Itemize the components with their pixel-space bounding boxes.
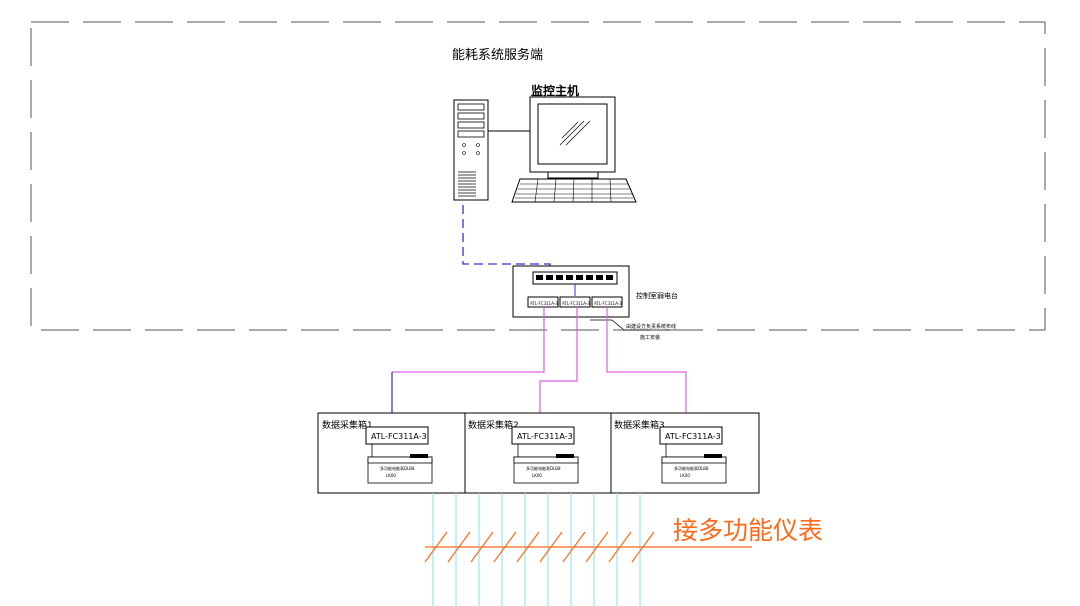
cabinet-1-device-line2: LK00 [386, 473, 396, 478]
monitor [529, 96, 616, 179]
cabinet-2-device-line1: 多功能电能表DLB8 [526, 465, 561, 471]
cabinet-2-label: 数据采集箱2 [468, 419, 519, 431]
server-side-label: 能耗系统服务端 [452, 47, 543, 63]
meter-label: 接多功能仪表 [673, 516, 823, 545]
meter-lines [432, 493, 641, 606]
host-label: 监控主机 [531, 83, 579, 98]
wiring-note: 由建设方负责系统布线 施工安装 [590, 319, 676, 341]
cabinet-1-module: ATL-FC311A-3 [371, 432, 427, 441]
meter-hatch [424, 531, 752, 563]
cabinet-3-module: ATL-FC311A-3 [665, 432, 721, 441]
note-line-1: 由建设方负责系统布线 [626, 323, 676, 330]
cabinet-2: 数据采集箱2 ATL-FC311A-3 多功能电能表DLB8 LK00 [468, 419, 579, 484]
cabinet-3: 数据采集箱3 ATL-FC311A-3 多功能电能表DLB8 LK00 [614, 419, 727, 484]
cabinet-1-device-line1: 多功能电能表DLB8 [380, 465, 415, 471]
switch-port-1: ATL-FC311A-3 [530, 301, 558, 306]
cabinet-3-label: 数据采集箱3 [614, 419, 665, 431]
switch-port-3: ATL-FC311A-3 [594, 301, 622, 306]
cabinet-2-device-line2: LK00 [532, 473, 542, 478]
server-side-boundary [30, 21, 1046, 331]
cabinet-1: 数据采集箱1 ATL-FC311A-3 多功能电能表DLB8 LK00 [322, 419, 433, 484]
cabinet-1-label: 数据采集箱1 [322, 419, 373, 431]
note-line-2: 施工安装 [640, 334, 660, 341]
ethernet-link [462, 205, 551, 272]
network-switch: ATL-FC311A-3 ATL-FC311A-3 ATL-FC311A-3 [512, 265, 630, 318]
switch-port-2: ATL-FC311A-3 [562, 301, 590, 306]
cabinet-3-device-line1: 多功能电能表DLB8 [674, 465, 709, 471]
switch-label: 控制室弱电台 [636, 291, 678, 300]
pc-tower [453, 99, 530, 201]
bus-lines [392, 307, 687, 427]
cabinet-2-module: ATL-FC311A-3 [517, 432, 573, 441]
cabinet-3-device-line2: LK00 [680, 473, 690, 478]
keyboard [511, 178, 637, 203]
